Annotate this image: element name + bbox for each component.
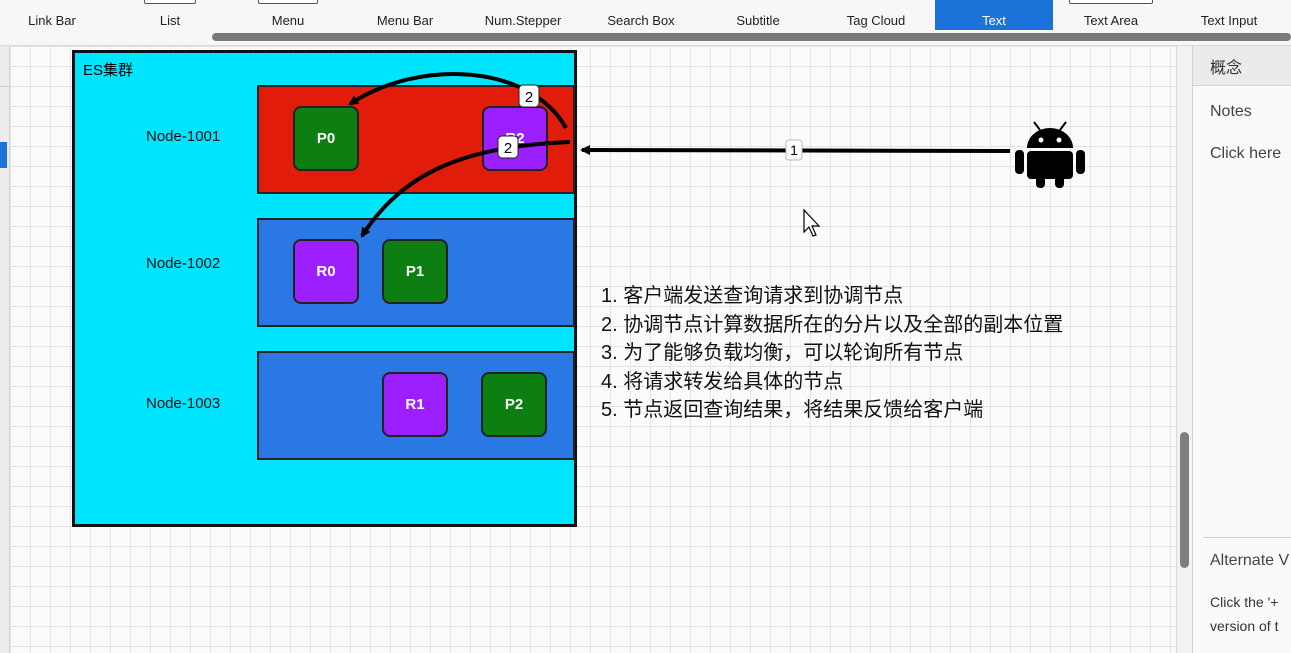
svg-text:2: 2 xyxy=(504,140,512,157)
diagram-canvas[interactable]: ES集群 Node-1001 Node-1002 Node-1003 P0 R2… xyxy=(10,46,1176,653)
cluster-label: ES集群 xyxy=(83,62,134,79)
notes-label: Notes xyxy=(1210,103,1252,120)
shard-p0[interactable]: P0 xyxy=(293,106,359,171)
shard-r0[interactable]: R0 xyxy=(293,239,359,304)
canvas-vertical-scrollbar[interactable] xyxy=(1176,46,1192,653)
forward-arrow-r0[interactable] xyxy=(360,140,571,238)
panel-title: 概念 xyxy=(1193,46,1291,86)
step-5: 5. 节点返回查询结果，将结果反馈给客户端 xyxy=(601,399,984,421)
palette-item-text-input[interactable]: Text Input xyxy=(1170,0,1288,30)
palette-item-search-box[interactable]: Search Box xyxy=(582,0,700,30)
notes-input[interactable]: Click here xyxy=(1210,145,1282,162)
arrow-label-2a: 2 xyxy=(518,84,540,108)
panel-divider xyxy=(1203,537,1291,538)
palette-item-label: Tag Cloud xyxy=(846,13,906,28)
forward-arrow-p0[interactable] xyxy=(348,72,568,129)
step-2: 2. 协调节点计算数据所在的分片以及全部的副本位置 xyxy=(601,313,1064,336)
palette-item-menu[interactable]: Menu xyxy=(229,0,347,30)
svg-text:2: 2 xyxy=(525,89,533,106)
alternate-label: Alternate V xyxy=(1210,552,1290,569)
step-1: 1. 客户端发送查询请求到协调节点 xyxy=(601,285,904,307)
shard-p1[interactable]: P1 xyxy=(382,239,448,304)
properties-panel: 概念 Notes Click here Alternate V Click th… xyxy=(1192,46,1291,653)
alternate-hint-line1[interactable]: Click the '+ xyxy=(1210,594,1279,610)
gutter-divider xyxy=(0,86,10,87)
shard-r1[interactable]: R1 xyxy=(382,372,448,437)
svg-text:1: 1 xyxy=(790,142,798,158)
palette-item-label: Search Box xyxy=(607,13,675,28)
palette-item-text[interactable]: Text xyxy=(935,0,1053,30)
palette-item-label: Text xyxy=(982,13,1006,28)
arrow-label-2b: 2 xyxy=(497,135,519,159)
android-icon[interactable] xyxy=(1015,121,1085,188)
arrows-overlay: 1 2 2 xyxy=(348,72,1085,238)
step-4: 4. 将请求转发给具体的节点 xyxy=(601,370,844,393)
palette-item-label: Num.Stepper xyxy=(484,13,562,28)
mouse-cursor-icon xyxy=(803,208,821,237)
palette-item-label: List xyxy=(159,13,181,28)
gutter-selection-marker[interactable] xyxy=(0,142,7,168)
palette-item-label: Link Bar xyxy=(28,13,76,28)
palette-item-label: Subtitle xyxy=(736,13,780,28)
alternate-hint-line2: version of t xyxy=(1210,618,1279,634)
step-3: 3. 为了能够负载均衡，可以轮询所有节点 xyxy=(601,342,964,364)
palette-item-text-area[interactable]: Text Area xyxy=(1052,0,1170,30)
palette-item-link-bar[interactable]: Link Bar xyxy=(0,0,111,30)
steps-text[interactable]: 1. 客户端发送查询请求到协调节点 2. 协调节点计算数据所在的分片以及全部的副… xyxy=(601,282,1063,425)
list-thumbnail xyxy=(144,0,196,4)
node-label-1002: Node-1002 xyxy=(146,255,221,272)
palette-item-tag-cloud[interactable]: Tag Cloud xyxy=(817,0,935,30)
palette-item-label: Menu Bar xyxy=(376,13,434,28)
left-gutter xyxy=(0,46,10,653)
palette-item-num-stepper[interactable]: Num.Stepper xyxy=(464,0,582,30)
component-palette: Link Bar List Menu Menu Bar Num.Stepper … xyxy=(0,0,1291,46)
node-label-1003: Node-1003 xyxy=(146,395,221,412)
menu-thumbnail xyxy=(258,0,318,4)
node-label-1001: Node-1001 xyxy=(146,128,221,145)
arrow-label-1: 1 xyxy=(785,139,803,161)
palette-item-menu-bar[interactable]: Menu Bar xyxy=(346,0,464,30)
palette-item-label: Menu xyxy=(271,13,305,28)
palette-scrollbar[interactable] xyxy=(212,33,1291,41)
palette-item-subtitle[interactable]: Subtitle xyxy=(699,0,817,30)
text-area-thumbnail xyxy=(1069,0,1153,4)
palette-item-label: Text Area xyxy=(1083,13,1139,28)
scrollbar-thumb[interactable] xyxy=(1180,432,1189,568)
palette-item-label: Text Input xyxy=(1200,13,1258,28)
palette-item-list[interactable]: List xyxy=(111,0,229,30)
shard-p2[interactable]: P2 xyxy=(481,372,547,437)
